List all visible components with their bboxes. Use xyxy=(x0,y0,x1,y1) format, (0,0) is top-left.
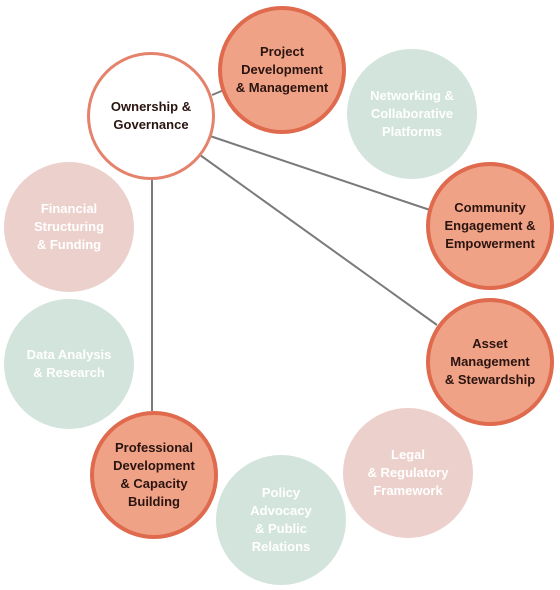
node-financial-structuring-label: Financial Structuring & Funding xyxy=(33,201,105,252)
node-legal-regulatory-label: Legal & Regulatory Framework xyxy=(367,447,449,498)
node-ownership-governance-label: Ownership & Governance xyxy=(110,99,192,132)
node-asset-management[interactable]: Asset Management & Stewardship xyxy=(426,298,554,426)
node-policy-advocacy-label: Policy Advocacy & Public Relations xyxy=(250,485,312,554)
node-financial-structuring[interactable]: Financial Structuring & Funding xyxy=(4,162,134,292)
node-data-analysis[interactable]: Data Analysis & Research xyxy=(4,299,134,429)
node-community-engagement-label: Community Engagement & Empowerment xyxy=(444,200,536,251)
node-community-engagement[interactable]: Community Engagement & Empowerment xyxy=(426,162,554,290)
node-project-development-label: Project Development & Management xyxy=(235,44,329,95)
node-policy-advocacy[interactable]: Policy Advocacy & Public Relations xyxy=(216,455,346,585)
connector-asset-management xyxy=(199,154,438,326)
node-ownership-governance-hub[interactable]: Ownership & Governance xyxy=(87,52,215,180)
node-project-development[interactable]: Project Development & Management xyxy=(218,6,346,134)
connector-community-engagement xyxy=(209,135,431,211)
node-professional-development-label: Professional Development & Capacity Buil… xyxy=(113,440,195,509)
node-networking[interactable]: Networking & Collaborative Platforms xyxy=(347,49,477,179)
node-data-analysis-label: Data Analysis & Research xyxy=(26,347,112,380)
node-legal-regulatory[interactable]: Legal & Regulatory Framework xyxy=(343,408,473,538)
node-networking-label: Networking & Collaborative Platforms xyxy=(370,88,454,139)
node-professional-development[interactable]: Professional Development & Capacity Buil… xyxy=(90,411,218,539)
node-asset-management-label: Asset Management & Stewardship xyxy=(444,336,536,387)
